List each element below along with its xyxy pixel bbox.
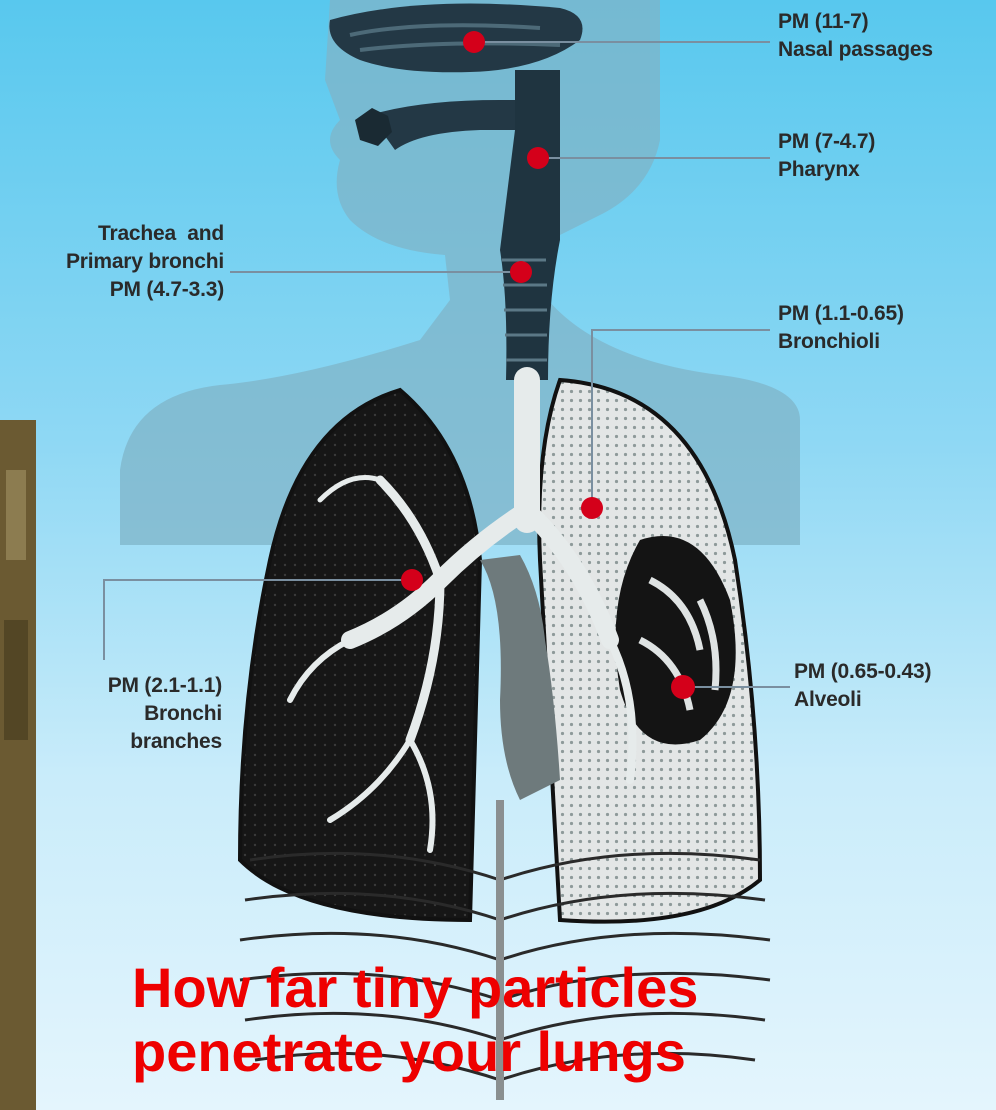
label-pharynx-name: Pharynx [778,156,875,184]
diagram-caption: How far tiny particles penetrate your lu… [132,956,832,1084]
label-bronchioli-name: Bronchioli [778,328,904,356]
label-bronchi-name: Bronchi [0,700,222,728]
marker-bronchioli [581,497,603,519]
label-nasal-size: PM (11-7) [778,8,933,36]
label-pharynx: PM (7-4.7) Pharynx [778,128,875,184]
label-bronchi-branches: PM (2.1-1.1) Bronchi branches [0,672,222,756]
caption-line-1: How far tiny particles [132,956,832,1020]
photo-strip-detail [6,470,26,560]
label-bronchi-name-2: branches [0,728,222,756]
label-trachea: Trachea and Primary bronchi PM (4.7-3.3) [0,220,224,304]
label-nasal-name: Nasal passages [778,36,933,64]
marker-bronchi [401,569,423,591]
marker-pharynx [527,147,549,169]
marker-nasal [463,31,485,53]
label-bronchioli: PM (1.1-0.65) Bronchioli [778,300,904,356]
label-alveoli: PM (0.65-0.43) Alveoli [794,658,931,714]
label-nasal-passages: PM (11-7) Nasal passages [778,8,933,64]
marker-trachea [510,261,532,283]
caption-line-2: penetrate your lungs [132,1020,832,1084]
marker-alveoli [671,675,695,699]
label-trachea-name-2: Primary bronchi [0,248,224,276]
label-bronchioli-size: PM (1.1-0.65) [778,300,904,328]
label-trachea-name: Trachea and [0,220,224,248]
label-pharynx-size: PM (7-4.7) [778,128,875,156]
label-trachea-size: PM (4.7-3.3) [0,276,224,304]
label-alveoli-size: PM (0.65-0.43) [794,658,931,686]
label-bronchi-size: PM (2.1-1.1) [0,672,222,700]
label-alveoli-name: Alveoli [794,686,931,714]
